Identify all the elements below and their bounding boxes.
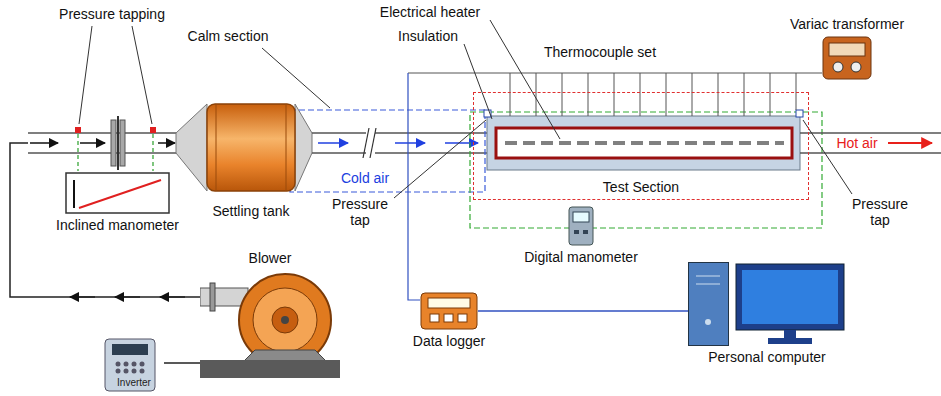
personal-computer-symbol <box>688 262 846 346</box>
pressure-drop-outline <box>470 112 822 228</box>
personal-computer: Personal computer <box>688 262 846 346</box>
insulation-label: Insulation <box>398 28 458 44</box>
heater-label: Electrical heater <box>380 4 480 20</box>
node-label: Personal computer <box>708 349 826 366</box>
hot-air-label: Hot air <box>836 135 877 151</box>
inclined-manometer-symbol <box>65 172 170 214</box>
cold-air-label: Cold air <box>341 170 389 186</box>
node-label: Inclined manometer <box>56 217 179 234</box>
settling-tank-symbol <box>205 95 297 200</box>
node-label: Data logger <box>413 333 485 350</box>
signal-wire <box>408 73 420 300</box>
outlet-pipe <box>800 133 941 153</box>
connector-wire <box>478 310 688 312</box>
leader-line <box>262 48 330 108</box>
digital-manometer-symbol <box>568 206 594 246</box>
node-label: Settling tank <box>212 203 289 220</box>
calm-section-outline <box>290 110 485 192</box>
node-label: Blower <box>249 250 292 267</box>
test-tube <box>484 110 803 170</box>
node-label: Variac transformer <box>790 16 904 33</box>
pressure-tap-label: Pressure tap <box>849 196 911 228</box>
thermocouple-wires <box>408 73 822 116</box>
outlet-cone <box>295 104 312 191</box>
node-label: Test Section <box>474 179 808 196</box>
test-section-region: Test Section <box>473 92 809 200</box>
calm-section-label: Calm section <box>188 28 269 44</box>
blower: Blower <box>200 270 340 388</box>
data-logger: Data logger <box>420 292 478 330</box>
inverter: Inverter <box>104 338 164 392</box>
return-duct <box>10 143 200 297</box>
data-logger-symbol <box>420 292 478 330</box>
connector-wire <box>164 362 200 364</box>
leader-lines <box>394 20 852 198</box>
tapping-label: Pressure tapping <box>59 6 165 22</box>
thermocouple-label: Thermocouple set <box>544 44 656 60</box>
inclined-manometer: Inclined manometer <box>65 172 170 214</box>
settling-tank: Settling tank <box>205 95 297 200</box>
pressure-tapping <box>75 26 156 171</box>
pressure-tap-label: Pressure tap <box>329 196 391 228</box>
digital-manometer: Digital manometer <box>568 206 594 246</box>
blower-symbol <box>200 270 340 388</box>
variac-transformer: Variac transformer <box>822 36 872 80</box>
variac-transformer-symbol <box>822 36 872 80</box>
inlet-pipe <box>28 116 176 170</box>
node-label: Inverter <box>104 377 164 389</box>
node-label: Digital manometer <box>524 249 638 266</box>
calm-section-pipe <box>312 128 487 158</box>
inlet-cone <box>176 104 207 191</box>
